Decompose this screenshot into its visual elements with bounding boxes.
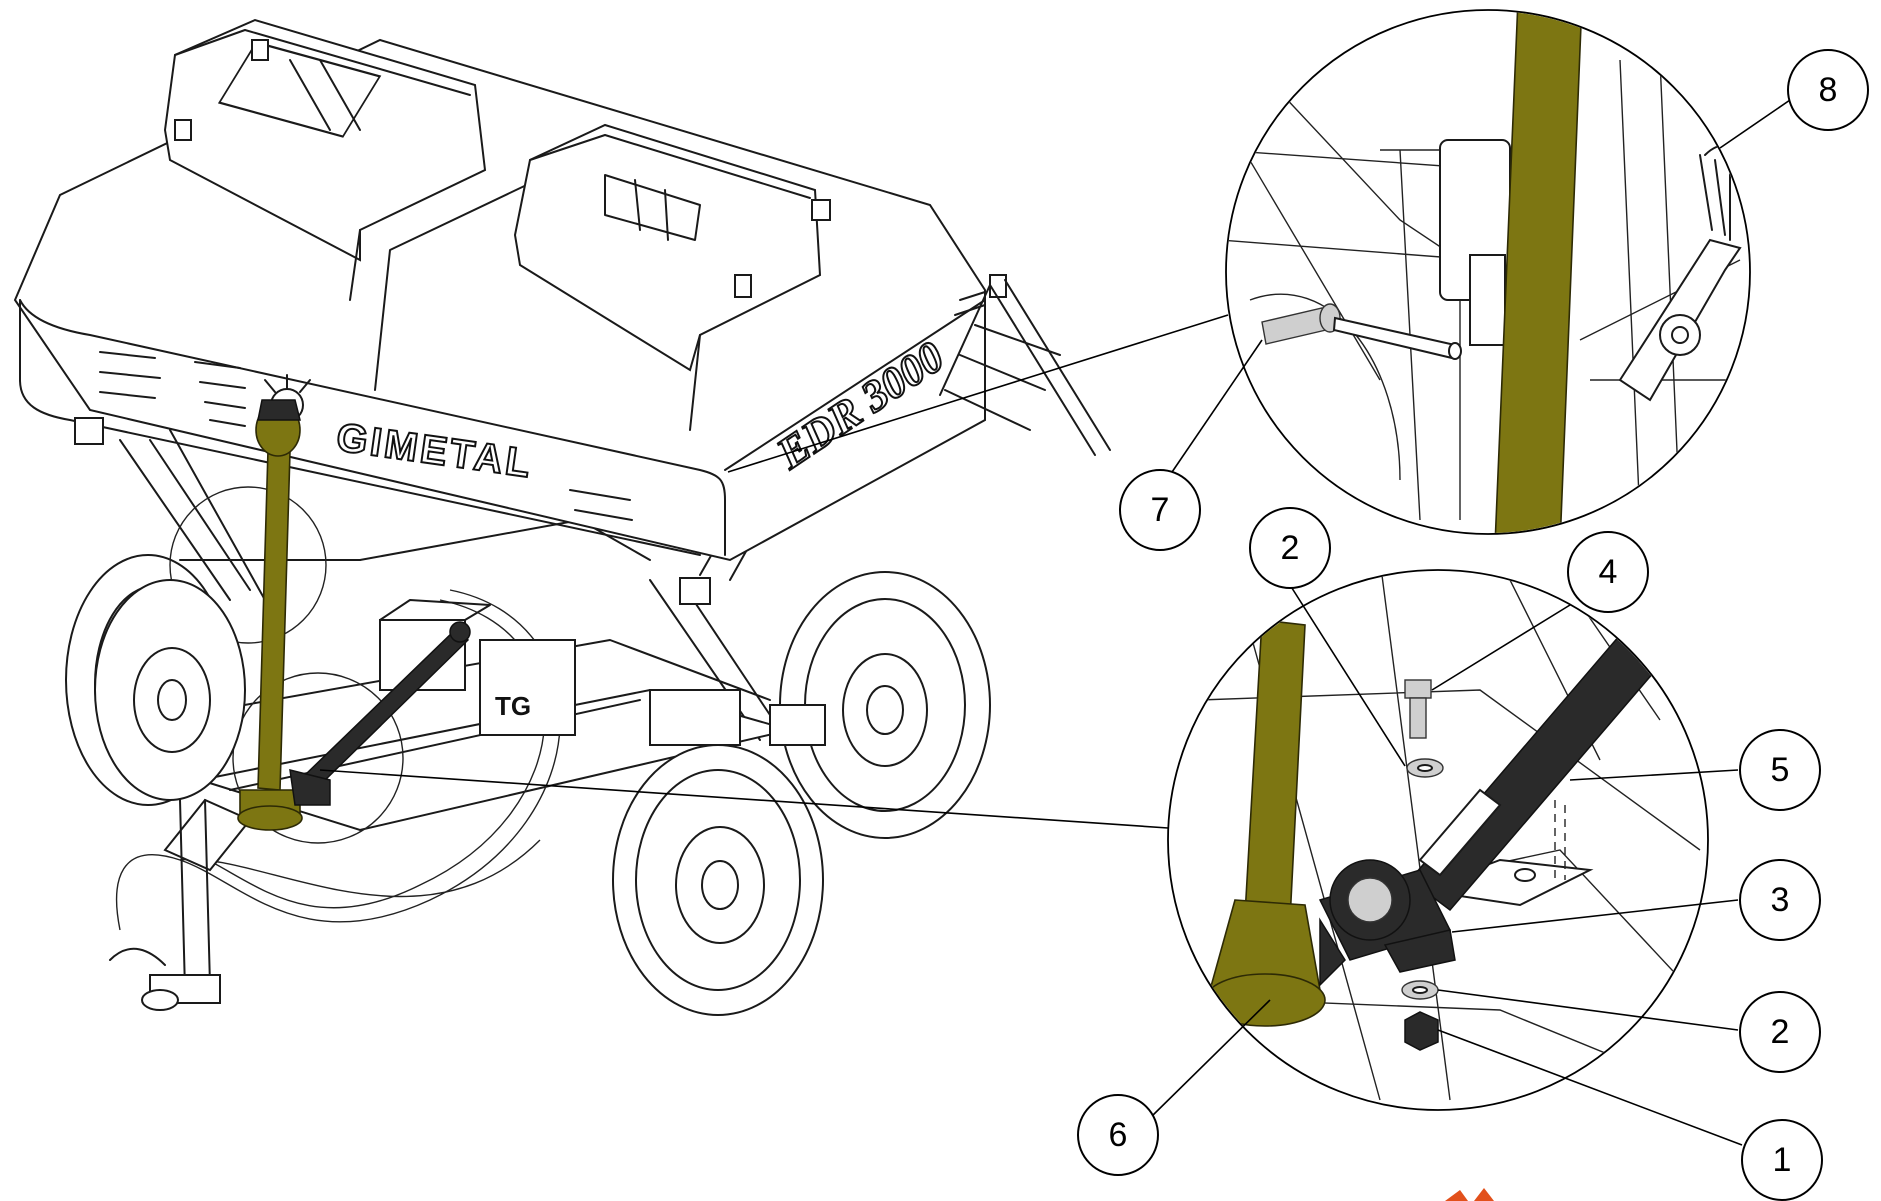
rear-right-wheel [779, 571, 991, 839]
part-5-shaft [1408, 598, 1692, 912]
part-2-washer-lower [1401, 980, 1439, 1000]
spreader-machine: GIMETAL EDR 3000 TG [13, 18, 1111, 1016]
callout-8: 8 [1787, 49, 1869, 131]
callout-1: 1 [1741, 1119, 1823, 1201]
callout-4-label: 4 [1599, 553, 1618, 591]
leader-lines [319, 99, 1791, 1146]
callout-7-label: 7 [1151, 491, 1170, 529]
callout-2-upper-label: 2 [1281, 529, 1300, 567]
callout-2-upper: 2 [1249, 507, 1331, 589]
frame-mark: TG [495, 691, 531, 721]
callout-8-label: 8 [1819, 71, 1838, 109]
callout-5: 5 [1739, 729, 1821, 811]
vent-slots [99, 291, 986, 521]
detail-marker-upper [169, 486, 327, 644]
callout-7: 7 [1119, 469, 1201, 551]
detail-marker-lower [232, 672, 404, 844]
chassis-frame [159, 519, 826, 832]
callout-6-label: 6 [1109, 1116, 1128, 1154]
part-3-bearing [1318, 859, 1456, 987]
callout-2-lower: 2 [1739, 991, 1821, 1073]
hopper: GIMETAL EDR 3000 [13, 18, 1007, 605]
detail-view-lower [1167, 569, 1709, 1111]
drawbar-hitch [109, 798, 252, 1011]
front-right-wheel [612, 689, 824, 1016]
pto-shaft [237, 399, 331, 831]
callout-2-lower-label: 2 [1771, 1013, 1790, 1051]
callout-3-label: 3 [1771, 881, 1790, 919]
gearbox: TG [379, 599, 576, 736]
corner-logo-icon [1445, 1188, 1494, 1201]
callout-3: 3 [1739, 859, 1821, 941]
front-left-wheel [94, 579, 246, 801]
callout-1-label: 1 [1773, 1141, 1792, 1179]
part-1-nut [1404, 1011, 1439, 1051]
detail-view-upper [1225, 9, 1751, 535]
part-2-washer-upper [1406, 758, 1444, 778]
part-7-pin [1261, 303, 1462, 360]
callout-5-label: 5 [1771, 751, 1790, 789]
callout-6: 6 [1077, 1094, 1159, 1176]
part-4-bolt [1404, 679, 1432, 739]
access-ladder [939, 279, 1111, 456]
callout-4: 4 [1567, 531, 1649, 613]
